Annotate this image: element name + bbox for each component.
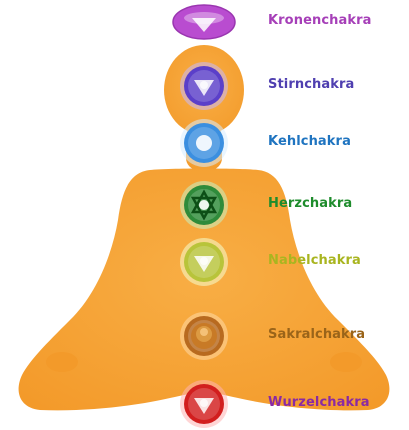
chakra-stirnchakra bbox=[180, 62, 228, 110]
chakra-nabelchakra bbox=[180, 238, 228, 286]
chakra-kehlchakra bbox=[180, 119, 228, 167]
chakra-label-kronenchakra: Kronenchakra bbox=[268, 13, 372, 28]
chakra-wurzelchakra bbox=[180, 380, 228, 428]
chakra-label-nabelchakra: Nabelchakra bbox=[268, 253, 361, 268]
chakra-label-stirnchakra: Stirnchakra bbox=[268, 77, 355, 92]
chakra-sakralchakra bbox=[180, 312, 228, 360]
triangle-icon bbox=[192, 18, 216, 32]
chakra-label-sakralchakra: Sakralchakra bbox=[268, 327, 366, 342]
chakra-label-herzchakra: Herzchakra bbox=[268, 196, 353, 211]
chakra-label-wurzelchakra: Wurzelchakra bbox=[268, 395, 370, 410]
chakra-kronenchakra bbox=[172, 4, 236, 40]
star-icon bbox=[190, 189, 218, 214]
chakra-herzchakra bbox=[180, 181, 228, 229]
dot-icon bbox=[196, 135, 212, 151]
chakra-label-kehlchakra: Kehlchakra bbox=[268, 134, 351, 149]
